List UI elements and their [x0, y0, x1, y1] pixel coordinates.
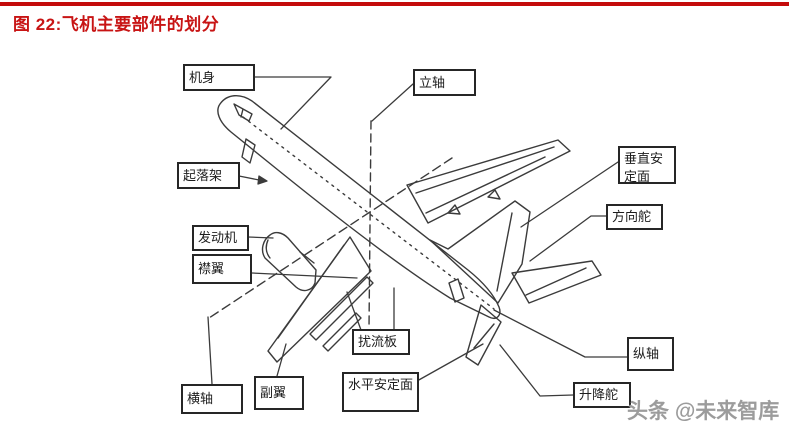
- axis-lines: [208, 116, 495, 329]
- leader-lines: [207, 76, 628, 397]
- label-aileron-text: 副翼: [260, 385, 287, 401]
- label-horizontal-stabilizer-text: 水平安定面: [348, 377, 414, 392]
- label-rudder-text: 方向舵: [612, 209, 652, 225]
- figure-panel: 机身 立轴 起落架 垂直安定面 方向舵 发动机 襟翼 扰流板 水平安定面 横轴 …: [0, 40, 789, 429]
- left-wing-drawing: [267, 236, 374, 363]
- label-fuselage-text: 机身: [189, 69, 216, 85]
- label-longitudinal-axis-text: 纵轴: [633, 346, 660, 362]
- label-elevator-text: 升降舵: [579, 387, 619, 403]
- engine-drawing: [261, 231, 317, 292]
- label-longitudinal-axis: 纵轴: [627, 337, 674, 371]
- label-fuselage: 机身: [183, 64, 255, 91]
- label-vertical-stabilizer: 垂直安定面: [618, 146, 676, 184]
- figure-title: 图 22:飞机主要部件的划分: [13, 15, 220, 34]
- label-elevator: 升降舵: [573, 382, 631, 408]
- label-spoiler: 扰流板: [352, 329, 410, 355]
- label-engine: 发动机: [192, 225, 249, 251]
- label-rudder: 方向舵: [606, 204, 663, 230]
- label-lateral-axis: 横轴: [181, 384, 243, 414]
- watermark: 头条 @未来智库: [627, 400, 780, 423]
- label-engine-text: 发动机: [198, 230, 238, 246]
- label-spoiler-text: 扰流板: [358, 334, 398, 350]
- label-lateral-axis-text: 横轴: [187, 391, 214, 407]
- label-vertical-axis: 立轴: [413, 69, 476, 96]
- tail-drawing: [429, 200, 602, 366]
- label-landing-gear-text: 起落架: [183, 167, 223, 183]
- label-horizontal-stabilizer: 水平安定面: [342, 372, 419, 412]
- label-flap: 襟翼: [192, 254, 252, 284]
- right-wing-drawing: [406, 139, 571, 224]
- label-aileron: 副翼: [254, 376, 304, 410]
- title-accent-rule: [0, 2, 789, 6]
- label-flap-text: 襟翼: [198, 261, 225, 277]
- label-vertical-stabilizer-text: 垂直安定面: [624, 151, 664, 184]
- label-vertical-axis-text: 立轴: [419, 74, 446, 90]
- label-landing-gear: 起落架: [177, 162, 240, 189]
- fuselage-drawing: [217, 95, 501, 319]
